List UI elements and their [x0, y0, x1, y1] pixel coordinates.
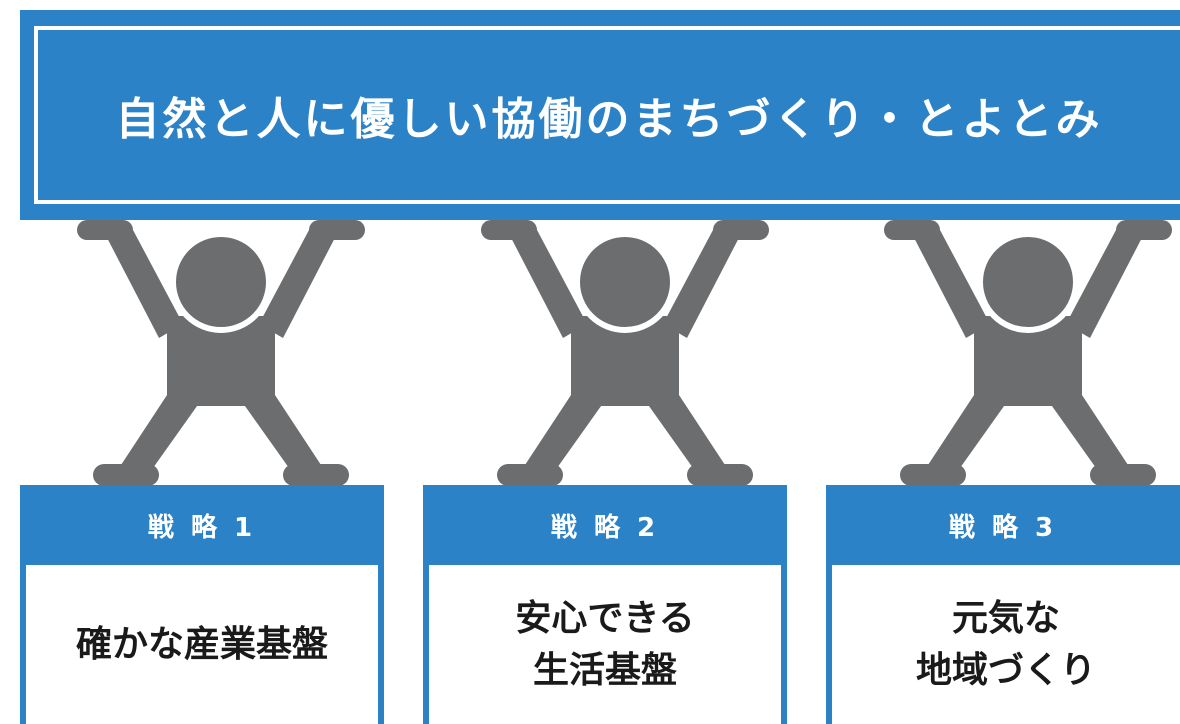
person-figure-3-icon: [884, 220, 1172, 486]
strategy-body: 確かな産業基盤: [26, 565, 378, 724]
strategy-card-2: 戦 略 2 安心できる 生活基盤: [423, 485, 787, 724]
strategy-body: 安心できる 生活基盤: [429, 565, 781, 724]
banner-title: 自然と人に優しい協働のまちづくり・とよとみ: [115, 94, 1103, 145]
strategy-text: 確かな産業基盤: [75, 623, 328, 665]
strategy-card-1: 戦 略 1 確かな産業基盤: [20, 485, 384, 724]
strategy-text: 元気な: [951, 597, 1060, 639]
strategy-text: 生活基盤: [532, 649, 677, 691]
person-figure-1-icon: [77, 220, 365, 486]
strategy-label: 戦 略 3: [948, 512, 1058, 543]
strategy-label: 戦 略 1: [147, 512, 257, 543]
person-figure-2-icon: [481, 220, 769, 486]
strategy-text: 地域づくり: [915, 649, 1096, 691]
strategy-card-3: 戦 略 3 元気な 地域づくり: [826, 485, 1180, 724]
strategy-text: 安心できる: [515, 597, 695, 639]
strategy-body: 元気な 地域づくり: [832, 565, 1180, 724]
banner: 自然と人に優しい協働のまちづくり・とよとみ: [34, 26, 1180, 204]
strategy-label: 戦 略 2: [550, 512, 660, 543]
